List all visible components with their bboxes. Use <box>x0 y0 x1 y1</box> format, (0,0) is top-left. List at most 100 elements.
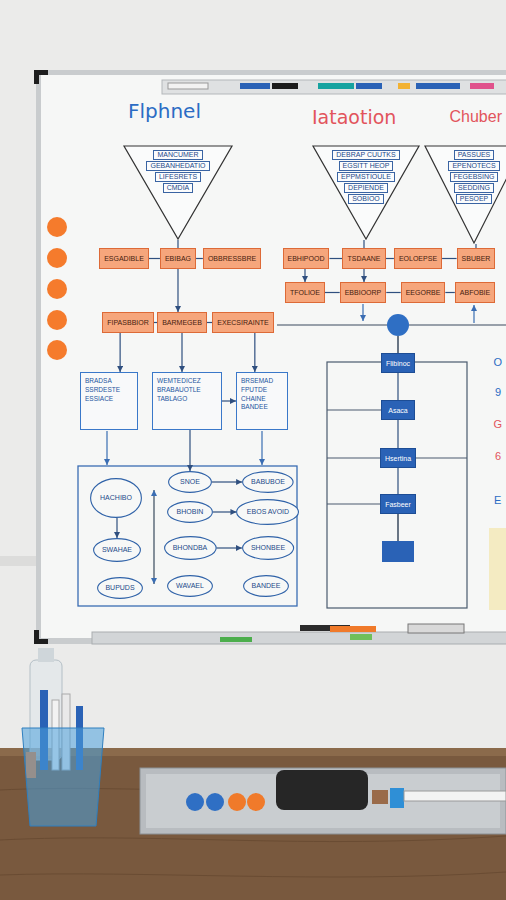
marker <box>330 626 376 632</box>
connector <box>325 292 340 293</box>
step-square: Asaca <box>381 400 415 420</box>
node-text: CMDIA <box>163 183 194 193</box>
sticky-note <box>489 528 506 610</box>
node-text: SWAHAE <box>102 546 132 554</box>
magnet <box>372 790 388 804</box>
marker-cap <box>390 788 404 808</box>
connector <box>397 468 398 494</box>
process-box: FIPASBBIOR <box>102 312 154 333</box>
board-frame <box>36 70 506 644</box>
magnet <box>47 310 67 330</box>
margin-mark: O <box>493 352 502 370</box>
node-text: LIFESRETS <box>155 172 201 182</box>
connector <box>363 269 364 282</box>
margin-mark: 9 <box>495 386 501 398</box>
node-text: OBBRESSBRE <box>208 254 256 263</box>
node-text: EBBIOORP <box>345 288 382 297</box>
bottle-cap <box>38 648 54 662</box>
magnet <box>47 279 67 299</box>
spine-line <box>397 514 399 541</box>
oval-node: SHONBEE <box>242 536 294 560</box>
node-text: EPPMSTIOULE <box>337 172 395 182</box>
funnel-outline <box>425 146 506 243</box>
double-arrow <box>153 490 154 584</box>
oval-outline <box>164 537 216 560</box>
wall-trim <box>0 556 36 566</box>
node-text: DEPIENDE <box>344 183 388 193</box>
oval-outline <box>168 576 213 597</box>
connector <box>222 400 236 401</box>
desk-tray <box>140 768 506 834</box>
connector <box>212 481 242 482</box>
oval-outline <box>242 537 293 560</box>
funnel-outline <box>313 146 419 239</box>
connector <box>116 518 117 538</box>
marker <box>220 637 252 642</box>
panel-outline <box>327 362 467 608</box>
marker <box>272 83 298 89</box>
spine-line <box>397 336 399 353</box>
oval-node: BHOBIN <box>167 501 213 523</box>
margin-mark: E <box>494 490 501 508</box>
connector <box>329 258 342 259</box>
step-square: Fasbeer <box>380 494 416 514</box>
node-text: Flibinoc <box>386 359 410 368</box>
node-text: Asaca <box>388 406 407 415</box>
connector <box>254 333 255 372</box>
oval-outline <box>169 472 212 493</box>
connector <box>213 511 236 512</box>
connector <box>363 240 364 248</box>
node-text: BRSEMAD FPUTDE CHAINE BANDEE <box>241 377 283 412</box>
arrow-line <box>106 431 107 465</box>
connector <box>445 292 455 293</box>
process-box: EXECSIRAINTE <box>212 312 273 333</box>
connector <box>397 420 398 448</box>
node-text: TSDAANE <box>347 254 380 263</box>
magnet <box>247 793 265 811</box>
marker <box>168 83 208 89</box>
node-text: EBHIPOOD <box>288 254 325 263</box>
marker <box>470 83 494 89</box>
arrow-line <box>362 304 363 321</box>
note-box: WEMTEDICEZ BRABAUOTLE TABLAGO <box>152 372 222 430</box>
process-box: EBHIPOOD <box>283 248 330 269</box>
connector <box>216 547 242 548</box>
funnel-shape: PASSUESEPENOTECSFEGEBSINGSEDDINGPESOEP <box>424 145 506 244</box>
process-box: EBIBAG <box>160 248 196 269</box>
bus-line <box>277 324 387 325</box>
node-text: SNOE <box>180 478 200 486</box>
node-text: BUPUDS <box>105 584 134 592</box>
connector <box>397 373 398 400</box>
group-outline <box>78 466 297 606</box>
oval-outline <box>243 472 294 493</box>
margin-mark: 9 <box>495 382 501 400</box>
magnet <box>228 793 246 811</box>
magnet <box>47 340 67 360</box>
magnet <box>47 217 67 237</box>
node-text: EBOS AVOID <box>247 508 289 516</box>
node-text: FEGEBSING <box>450 172 499 182</box>
connector <box>386 258 394 259</box>
node-text: GEBANHEDATIO <box>146 161 209 171</box>
connector <box>442 258 457 259</box>
oval-node: WAVAEL <box>167 575 213 597</box>
oval-outline <box>244 576 289 597</box>
marker <box>356 83 382 89</box>
oval-node: HACHIBO <box>90 478 142 518</box>
column-heading: Flphnel <box>128 99 201 123</box>
connector <box>386 292 400 293</box>
process-box: BARMEGEB <box>157 312 207 333</box>
node-text: ABFOBIE <box>460 288 490 297</box>
process-box: SBUBER <box>457 248 496 269</box>
margin-mark: O <box>493 356 502 368</box>
node-text: EOLOEPSE <box>399 254 437 263</box>
magnet <box>186 793 204 811</box>
oval-node: BUPUDS <box>97 577 143 599</box>
node-text: BHONDBA <box>173 544 208 552</box>
step-square: Hsertina <box>380 448 416 468</box>
process-box: TFOLIOE <box>285 282 325 303</box>
empty-square <box>382 541 414 562</box>
oval-outline <box>237 500 299 525</box>
